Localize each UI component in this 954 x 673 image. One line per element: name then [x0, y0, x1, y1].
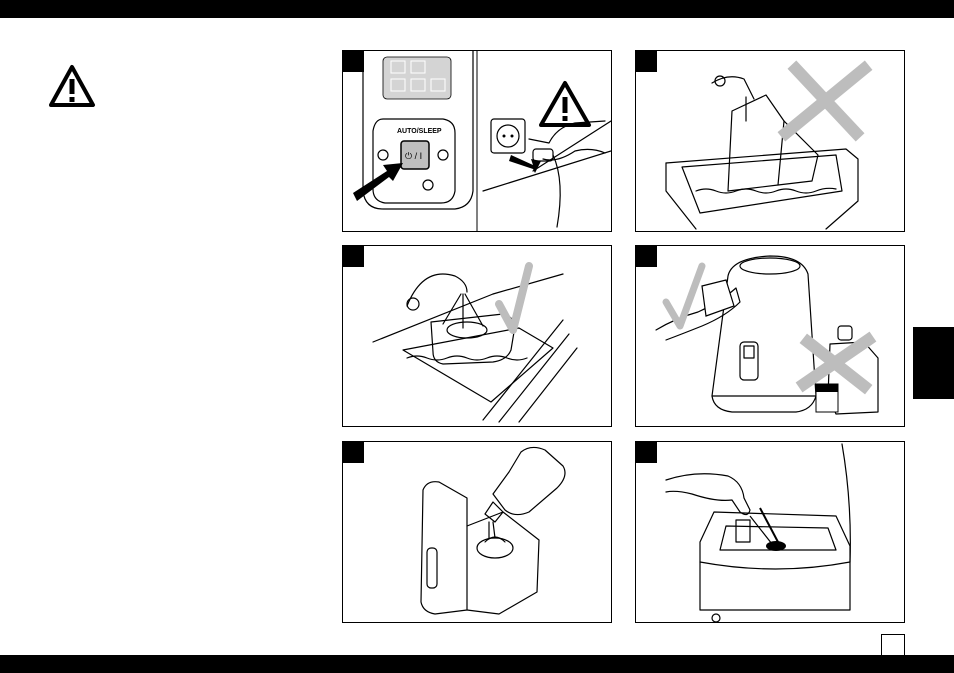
warning-triangle-icon — [48, 64, 96, 108]
pour-cleaning-solution-illustration — [343, 442, 611, 622]
figure-1-panel: AUTO/SLEEP ⏻ / I — [342, 50, 612, 232]
brush-cleaning-illustration — [636, 442, 904, 622]
figure-2-panel — [635, 50, 905, 232]
control-panel-illustration: AUTO/SLEEP ⏻ / I — [343, 51, 611, 231]
power-button-label: ⏻ / I — [405, 151, 422, 161]
figure-4-panel — [635, 245, 905, 427]
auto-sleep-label: AUTO/SLEEP — [397, 128, 442, 135]
figure-5-panel — [342, 441, 612, 623]
figure-6-panel — [635, 441, 905, 623]
section-tab-marker — [913, 327, 954, 399]
do-not-rinse-under-tap-illustration — [636, 51, 904, 231]
footer-bar — [0, 655, 954, 673]
rinse-tank-illustration — [343, 246, 611, 426]
figure-3-panel — [342, 245, 612, 427]
wipe-housing-illustration — [636, 246, 904, 426]
header-bar — [0, 0, 954, 18]
page-number-box — [881, 634, 905, 655]
